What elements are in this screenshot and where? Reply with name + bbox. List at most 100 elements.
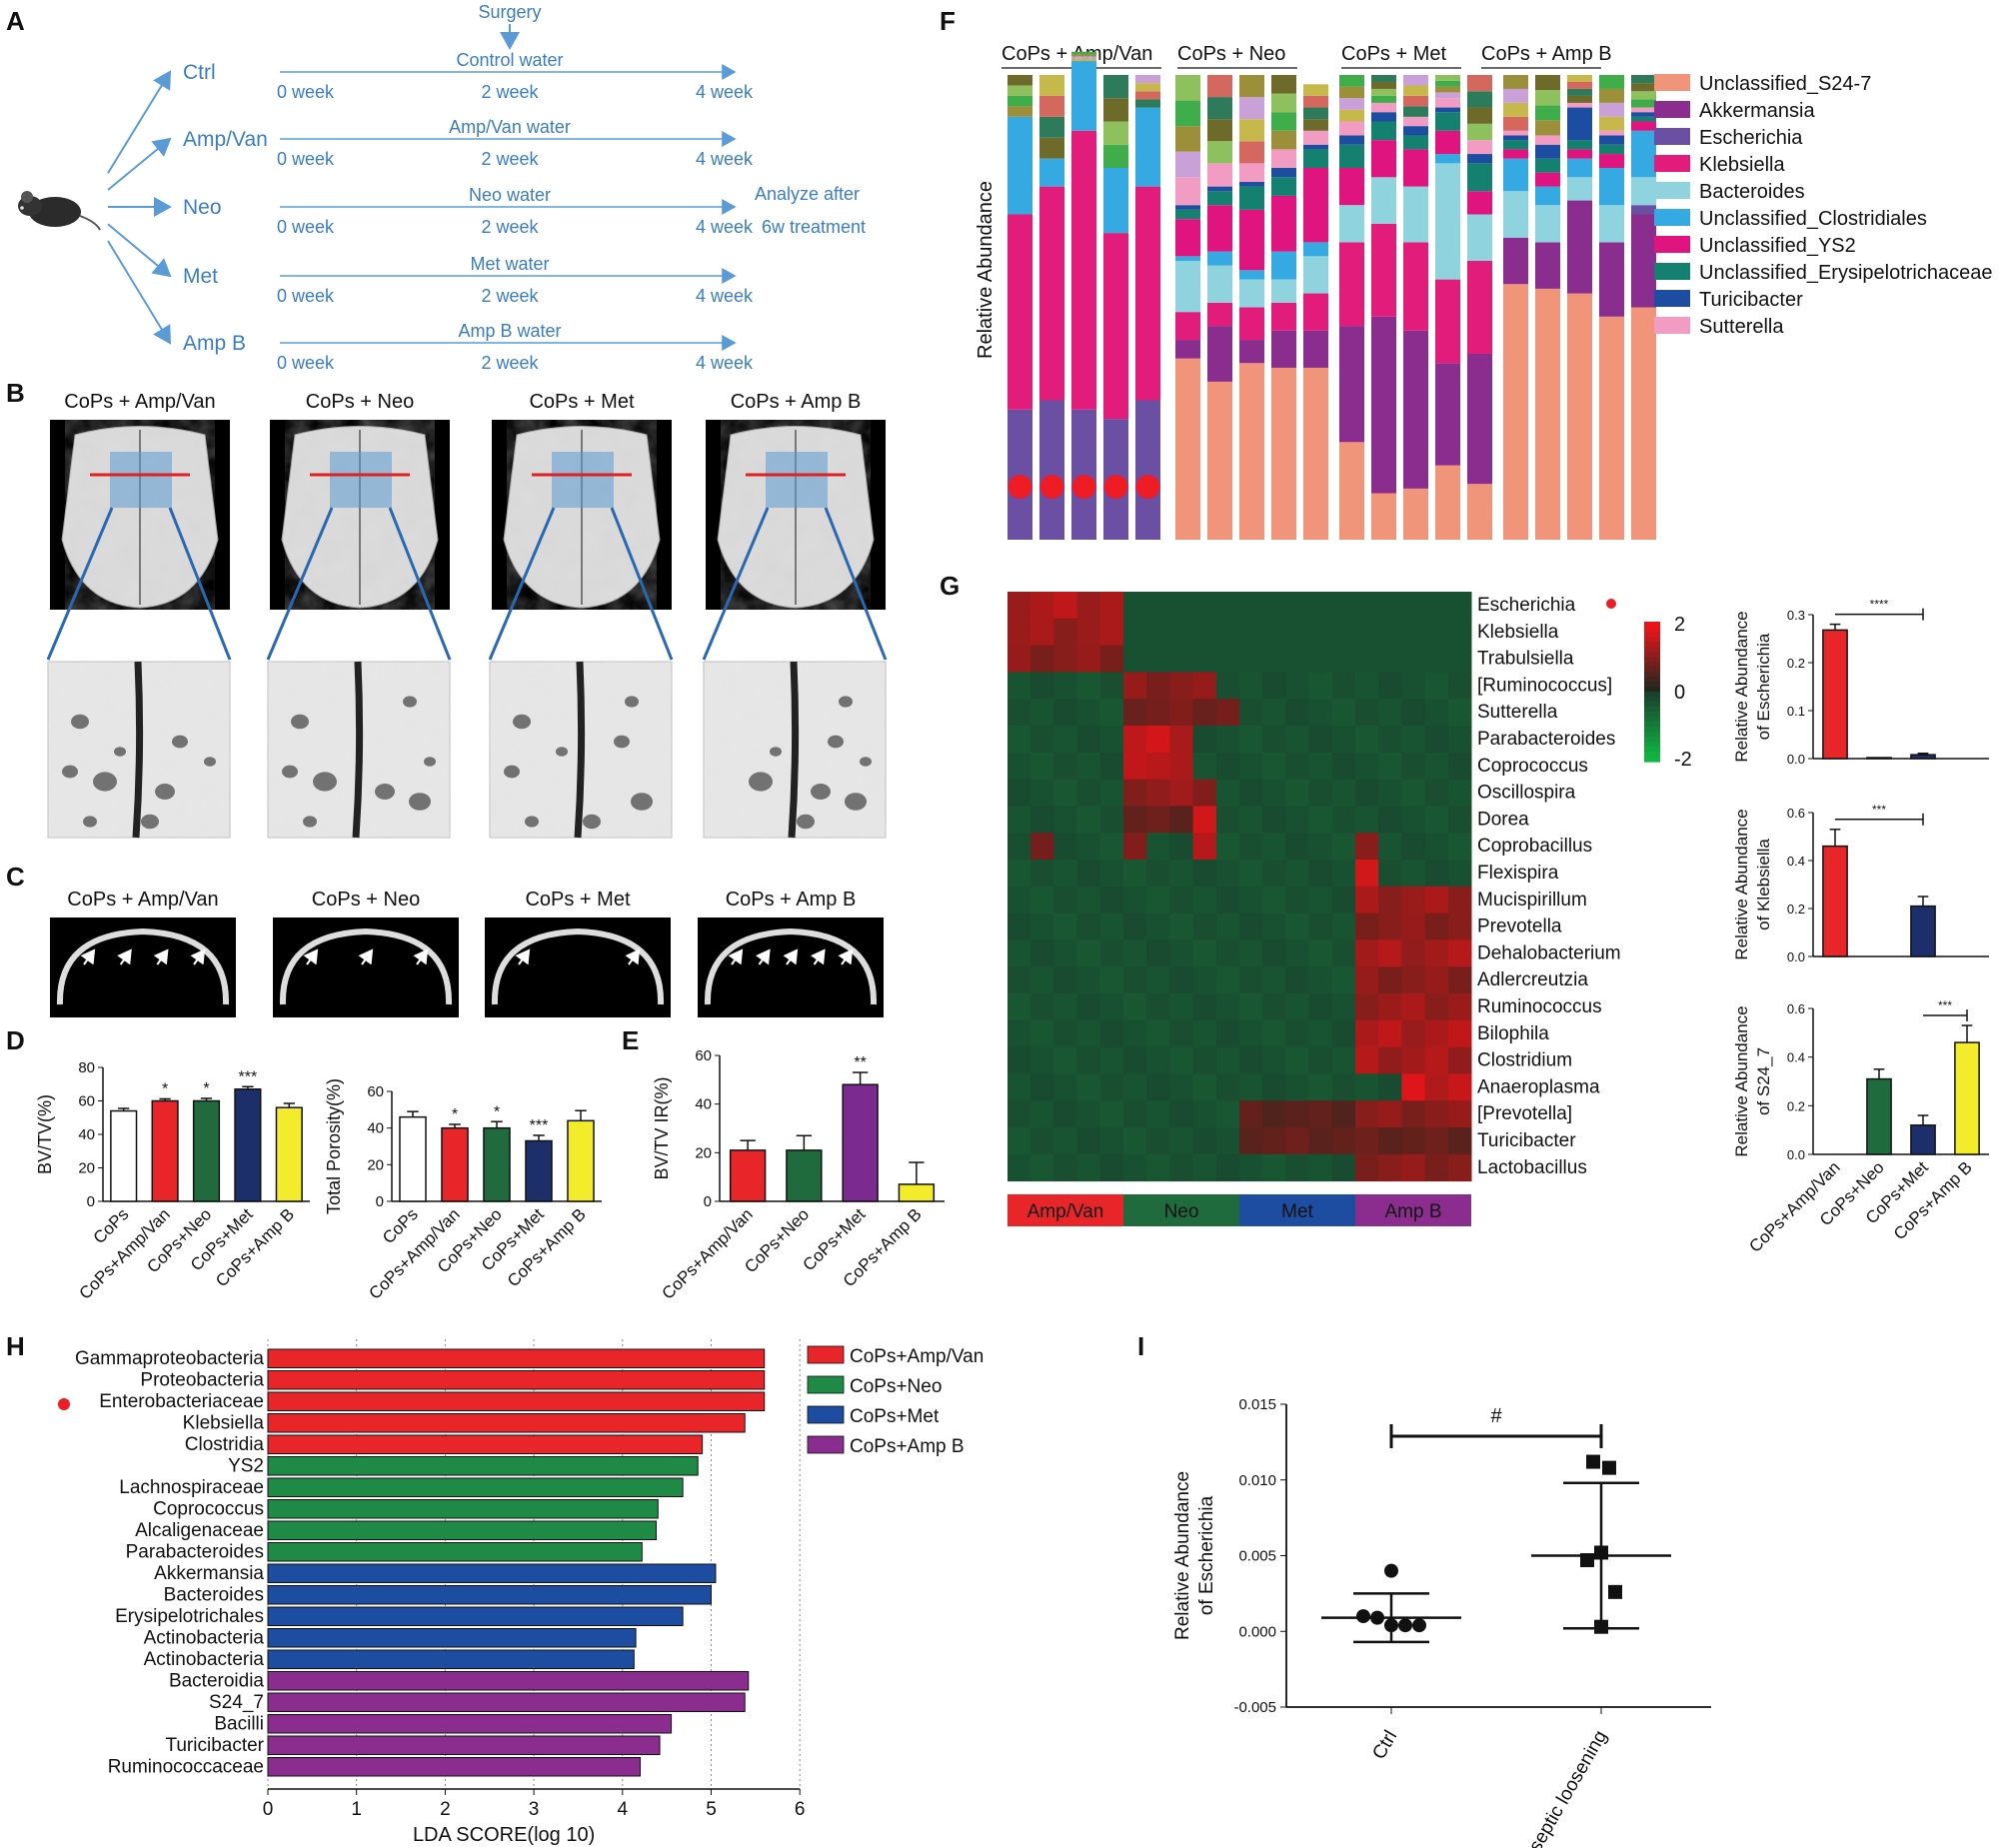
heatmap-cell: [1424, 1153, 1449, 1182]
heatmap-cell: [1099, 913, 1124, 940]
heatmap-cell: [1239, 1073, 1263, 1101]
heatmap-cell: [1076, 1073, 1101, 1101]
heatmap-cell: [1099, 886, 1124, 915]
colorscale-step: [1644, 707, 1660, 713]
heatmap-cell: [1424, 886, 1449, 915]
stack-segment: [1339, 168, 1364, 206]
heatmap-cell: [1308, 592, 1333, 620]
lda-label: Lachnospiraceae: [119, 1477, 264, 1498]
heatmap-cell: [1447, 645, 1472, 673]
heatmap-cell: [1030, 993, 1054, 1021]
y-tick-label: 0.015: [1238, 1396, 1276, 1413]
stack-segment: [1467, 163, 1492, 192]
heatmap-cell: [1447, 699, 1472, 727]
group-band-label: Met: [1281, 1201, 1313, 1222]
y-axis-label: Total Porosity(%): [324, 1078, 344, 1214]
heatmap-cell: [1053, 966, 1078, 994]
significance-label: ***: [1938, 998, 1952, 1012]
week-2-label: 2 week: [481, 353, 539, 373]
heatmap-cell: [1099, 779, 1124, 807]
section-title: CoPs + Amp B: [726, 889, 857, 911]
heatmap-cell: [1215, 886, 1240, 915]
ctrl-point: [1384, 1563, 1398, 1578]
stack-segment: [1071, 51, 1096, 55]
stack-segment: [1239, 75, 1264, 98]
heatmap-cell: [1146, 886, 1170, 915]
heatmap-cell: [1401, 592, 1426, 620]
y-tick-label: 0.4: [1787, 854, 1805, 869]
heatmap-cell: [1424, 645, 1449, 673]
stack-segment: [1503, 88, 1528, 103]
legend-label: Unclassified_YS2: [1699, 235, 1856, 257]
colorscale-step: [1644, 757, 1660, 763]
stack-segment: [1503, 149, 1528, 159]
heatmap-cell: [1378, 699, 1402, 727]
bar: [399, 1115, 427, 1202]
zoom-line: [46, 507, 114, 661]
stack-segment: [1039, 158, 1064, 187]
stack-segment: [1207, 265, 1232, 303]
heatmap-cell: [1239, 752, 1263, 781]
heatmap-cell: [1355, 1073, 1379, 1101]
significance-label: #: [1490, 1405, 1502, 1427]
stack-segment: [1239, 97, 1264, 120]
pore-arrow: [190, 948, 206, 965]
heatmap-cell: [1285, 618, 1310, 647]
stack-segment: [1599, 316, 1624, 540]
stack-segment: [1339, 144, 1364, 168]
y-tick-label: 40: [367, 1120, 384, 1137]
pore-arrow: [80, 948, 96, 965]
lda-label: Proteobacteria: [140, 1370, 264, 1391]
heatmap-cell: [1007, 726, 1031, 754]
lda-bar: [267, 1456, 699, 1476]
heatmap-cell: [1076, 726, 1101, 754]
y-tick-label: -0.005: [1233, 1699, 1276, 1716]
pore-pit: [625, 696, 639, 708]
heatmap-cell: [1447, 1019, 1472, 1048]
heatmap-cell: [1123, 1127, 1147, 1155]
heatmap-cell: [1285, 1046, 1310, 1074]
heatmap-cell: [1308, 1127, 1333, 1155]
heatmap-cell: [1424, 913, 1449, 940]
heatmap-cell: [1007, 939, 1031, 967]
heatmap-cell: [1331, 1046, 1356, 1074]
heatmap-cell: [1030, 1019, 1054, 1048]
week-0-label: 0 week: [277, 286, 335, 306]
stack-segment: [1007, 214, 1032, 410]
bar: [483, 1126, 511, 1202]
heatmap-cell: [1123, 806, 1147, 834]
heatmap-cell: [1378, 806, 1402, 834]
bar: [234, 1088, 262, 1202]
heatmap-cell: [1030, 752, 1054, 781]
heatmap-cell: [1192, 1100, 1217, 1128]
heatmap-cell: [1401, 1073, 1426, 1101]
legend-label: Turicibacter: [1699, 289, 1803, 311]
heatmap-cell: [1447, 806, 1472, 834]
heatmap-cell: [1447, 752, 1472, 781]
y-axis-label-line: Relative Abundance: [1172, 1471, 1193, 1640]
heatmap-cell: [1447, 672, 1472, 700]
heatmap-cell: [1099, 833, 1124, 861]
heatmap-cell: [1355, 779, 1379, 807]
stack-segment: [1403, 75, 1428, 86]
panel-label-c: C: [6, 862, 25, 892]
stack-segment: [1371, 75, 1396, 82]
heatmap-cell: [1123, 1019, 1147, 1048]
zoom-suture: [788, 661, 800, 839]
stack-segment: [1435, 163, 1460, 280]
heatmap-cell: [1355, 966, 1379, 994]
stack-segment: [1071, 130, 1096, 410]
heatmap-cell: [1424, 752, 1449, 781]
y-tick-label: 0.6: [1787, 806, 1805, 821]
stack-segment: [1175, 256, 1200, 261]
colorscale-label: -2: [1674, 749, 1692, 771]
stack-segment: [1567, 107, 1592, 141]
pore-pit: [828, 735, 844, 749]
heatmap-cell: [1123, 913, 1147, 940]
heatmap-cell: [1076, 913, 1101, 940]
heatmap-cell: [1146, 672, 1170, 700]
heatmap-cell: [1007, 966, 1031, 994]
heatmap-cell: [1007, 645, 1031, 673]
colorscale-step: [1644, 682, 1660, 688]
